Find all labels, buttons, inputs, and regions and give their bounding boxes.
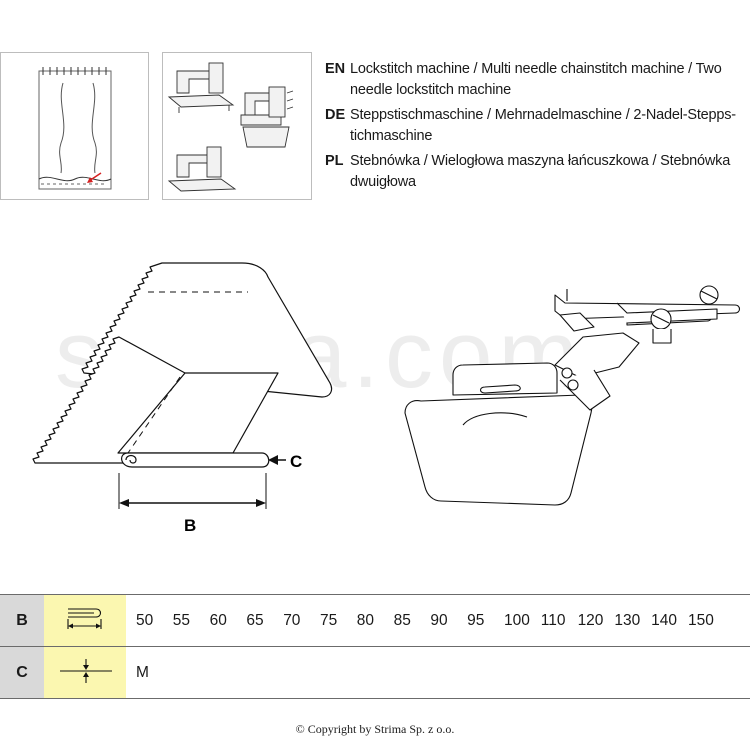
lang-text-de: Steppstischmaschine / Mehrnadelmaschine … <box>350 107 736 144</box>
table-row: B 50 55 60 65 70 75 80 85 90 95 10 <box>0 594 750 646</box>
size-table: B 50 55 60 65 70 75 80 85 90 95 10 <box>0 594 750 699</box>
label-b: B <box>184 516 196 535</box>
value-cell: 110 <box>540 611 566 629</box>
row-label-c: C <box>0 647 44 698</box>
lang-code-pl: PL <box>325 153 344 169</box>
value-cell: 90 <box>430 611 448 629</box>
width-values: 50 55 60 65 70 75 80 85 90 95 100 110 12… <box>136 595 725 646</box>
value-cell: 65 <box>246 611 264 629</box>
thickness-values: M <box>136 647 173 698</box>
value-cell: 95 <box>467 611 485 629</box>
hem-thumbnail <box>0 52 149 200</box>
lang-text-en: Lockstitch machine / Multi needle chains… <box>350 61 722 98</box>
label-c: C <box>290 452 302 471</box>
hem-sketch-icon <box>38 67 112 190</box>
value-cell: 130 <box>614 611 641 629</box>
value-cell: 50 <box>136 611 154 629</box>
value-cell: 75 <box>319 611 338 629</box>
lang-code-en: EN <box>325 61 346 77</box>
hemming-folder-illustration <box>395 285 745 520</box>
value-cell: 140 <box>651 611 678 629</box>
lang-pl-block: PL Stebnówka / Wielogłowa maszyna łańcus… <box>325 151 745 193</box>
lang-text-pl: Stebnówka / Wielogłowa maszyna łańcuszko… <box>350 153 731 190</box>
row-label-b: B <box>0 595 44 646</box>
value-cell: 70 <box>283 611 301 629</box>
value-cell: 55 <box>172 611 191 629</box>
width-b-icon <box>44 595 126 646</box>
value-cell: M <box>136 663 149 681</box>
machines-thumbnail <box>162 52 312 200</box>
folder-attachment-icon <box>404 285 741 506</box>
thickness-c-icon <box>44 647 126 698</box>
table-row: C M <box>0 646 750 699</box>
value-cell: 85 <box>393 611 411 629</box>
copyright-footer: © Copyright by Strima Sp. z o.o. <box>295 722 455 736</box>
lang-code-de: DE <box>325 107 346 123</box>
lang-de-block: DE Steppstischmaschine / Mehrnadelmaschi… <box>325 105 745 147</box>
hem-fold-diagram: C B <box>30 255 350 540</box>
value-cell: 120 <box>577 611 604 629</box>
sewing-machines-icon <box>167 62 294 192</box>
lang-en-block: EN Lockstitch machine / Multi needle cha… <box>325 59 745 101</box>
value-cell: 150 <box>687 611 714 629</box>
value-cell: 80 <box>356 611 375 629</box>
value-cell: 60 <box>209 611 227 629</box>
value-cell: 100 <box>503 611 530 629</box>
